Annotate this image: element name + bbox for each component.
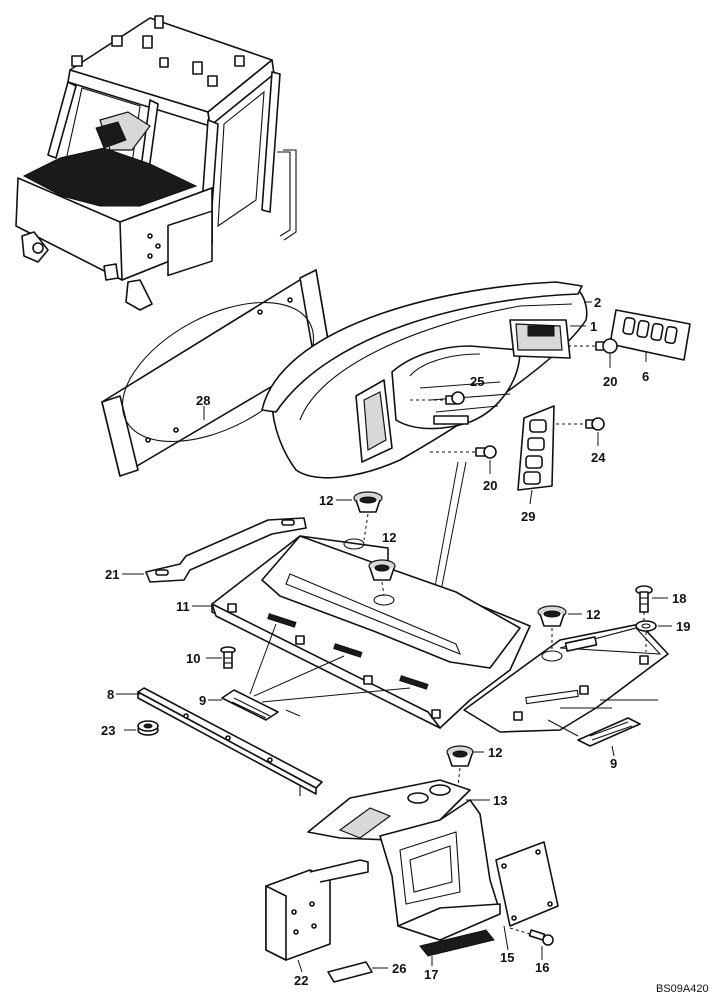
grommet-12-top — [353, 491, 383, 541]
callout-1: 1 — [590, 319, 597, 334]
bolt-10 — [220, 646, 236, 669]
callout-2: 2 — [594, 295, 601, 310]
callout-22: 22 — [294, 973, 308, 988]
callout-29: 29 — [521, 509, 535, 524]
callout-15: 15 — [500, 950, 514, 965]
leader-lines — [116, 301, 672, 973]
cover-plate-15 — [495, 841, 559, 927]
drawing-code: BS09A420 — [656, 983, 709, 995]
callout-12-lower: 12 — [488, 745, 502, 760]
callout-9-right: 9 — [610, 756, 617, 771]
callout-12-mid: 12 — [382, 530, 396, 545]
dashboard-cover-1 — [261, 281, 588, 479]
mat-17 — [419, 929, 495, 957]
callout-21: 21 — [105, 567, 119, 582]
callout-19: 19 — [676, 619, 690, 634]
vent-grille-9-right — [547, 717, 641, 747]
callout-10: 10 — [186, 651, 200, 666]
bracket-22 — [265, 859, 369, 961]
console-base-11 — [211, 535, 669, 733]
callout-28: 28 — [196, 393, 210, 408]
screw-25 — [410, 391, 465, 405]
callout-8: 8 — [107, 687, 114, 702]
nut-23 — [137, 720, 159, 736]
callout-16: 16 — [535, 960, 549, 975]
callout-18: 18 — [672, 591, 686, 606]
callout-20-lower: 20 — [483, 478, 497, 493]
screw-24 — [556, 417, 605, 431]
callout-24: 24 — [591, 450, 606, 465]
callout-17: 17 — [424, 967, 438, 982]
callout-6: 6 — [642, 369, 649, 384]
callout-25: 25 — [470, 374, 484, 389]
callout-23: 23 — [101, 723, 115, 738]
grommet-12-mid — [368, 559, 396, 597]
callout-12-top: 12 — [319, 493, 333, 508]
screw-20-lower — [430, 445, 497, 459]
screw-20-upper — [568, 338, 618, 354]
washer-19 — [635, 620, 657, 652]
screw-16 — [509, 927, 554, 946]
switch-panel-29 — [517, 405, 555, 491]
callout-13: 13 — [493, 793, 507, 808]
switch-panel-6 — [609, 309, 691, 361]
callout-11: 11 — [176, 599, 190, 614]
vent-grille-9-left — [221, 623, 411, 721]
callout-9-left: 9 — [199, 693, 206, 708]
cap-26 — [327, 961, 373, 983]
callout-26: 26 — [392, 961, 406, 976]
grommet-12-lower — [446, 745, 474, 787]
screw-18 — [635, 585, 653, 622]
lower-console-13 — [307, 779, 501, 941]
bracket-21 — [145, 517, 307, 583]
cab-overview — [15, 15, 297, 311]
callout-20-upper: 20 — [603, 374, 617, 389]
callout-12-right: 12 — [586, 607, 600, 622]
callout-labels: 1 2 6 20 25 24 20 29 28 12 12 21 11 12 1… — [101, 295, 709, 995]
grommet-12-right — [537, 605, 567, 650]
rail-8 — [137, 687, 323, 796]
